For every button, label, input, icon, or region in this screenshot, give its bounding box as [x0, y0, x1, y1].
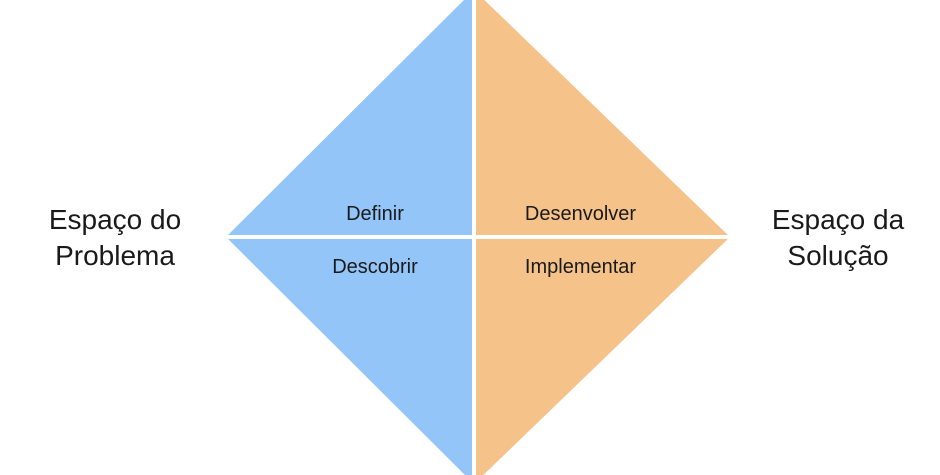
quadrant-implementar-label: Implementar	[524, 256, 637, 278]
solution-space-line1: Espaço da	[771, 204, 905, 235]
quadrant-descobrir-label: Descobrir	[332, 256, 418, 278]
solution-space-label: Espaço da Solução	[748, 202, 928, 274]
problem-space-line2: Problema	[55, 240, 175, 271]
problem-space-line1: Espaço do	[48, 204, 182, 235]
quadrant-definir-label: Definir	[346, 203, 404, 225]
solution-space-line2: Solução	[787, 240, 889, 271]
problem-space-label: Espaço do Problema	[30, 202, 200, 274]
quadrant-desenvolver-label: Desenvolver	[524, 203, 637, 225]
